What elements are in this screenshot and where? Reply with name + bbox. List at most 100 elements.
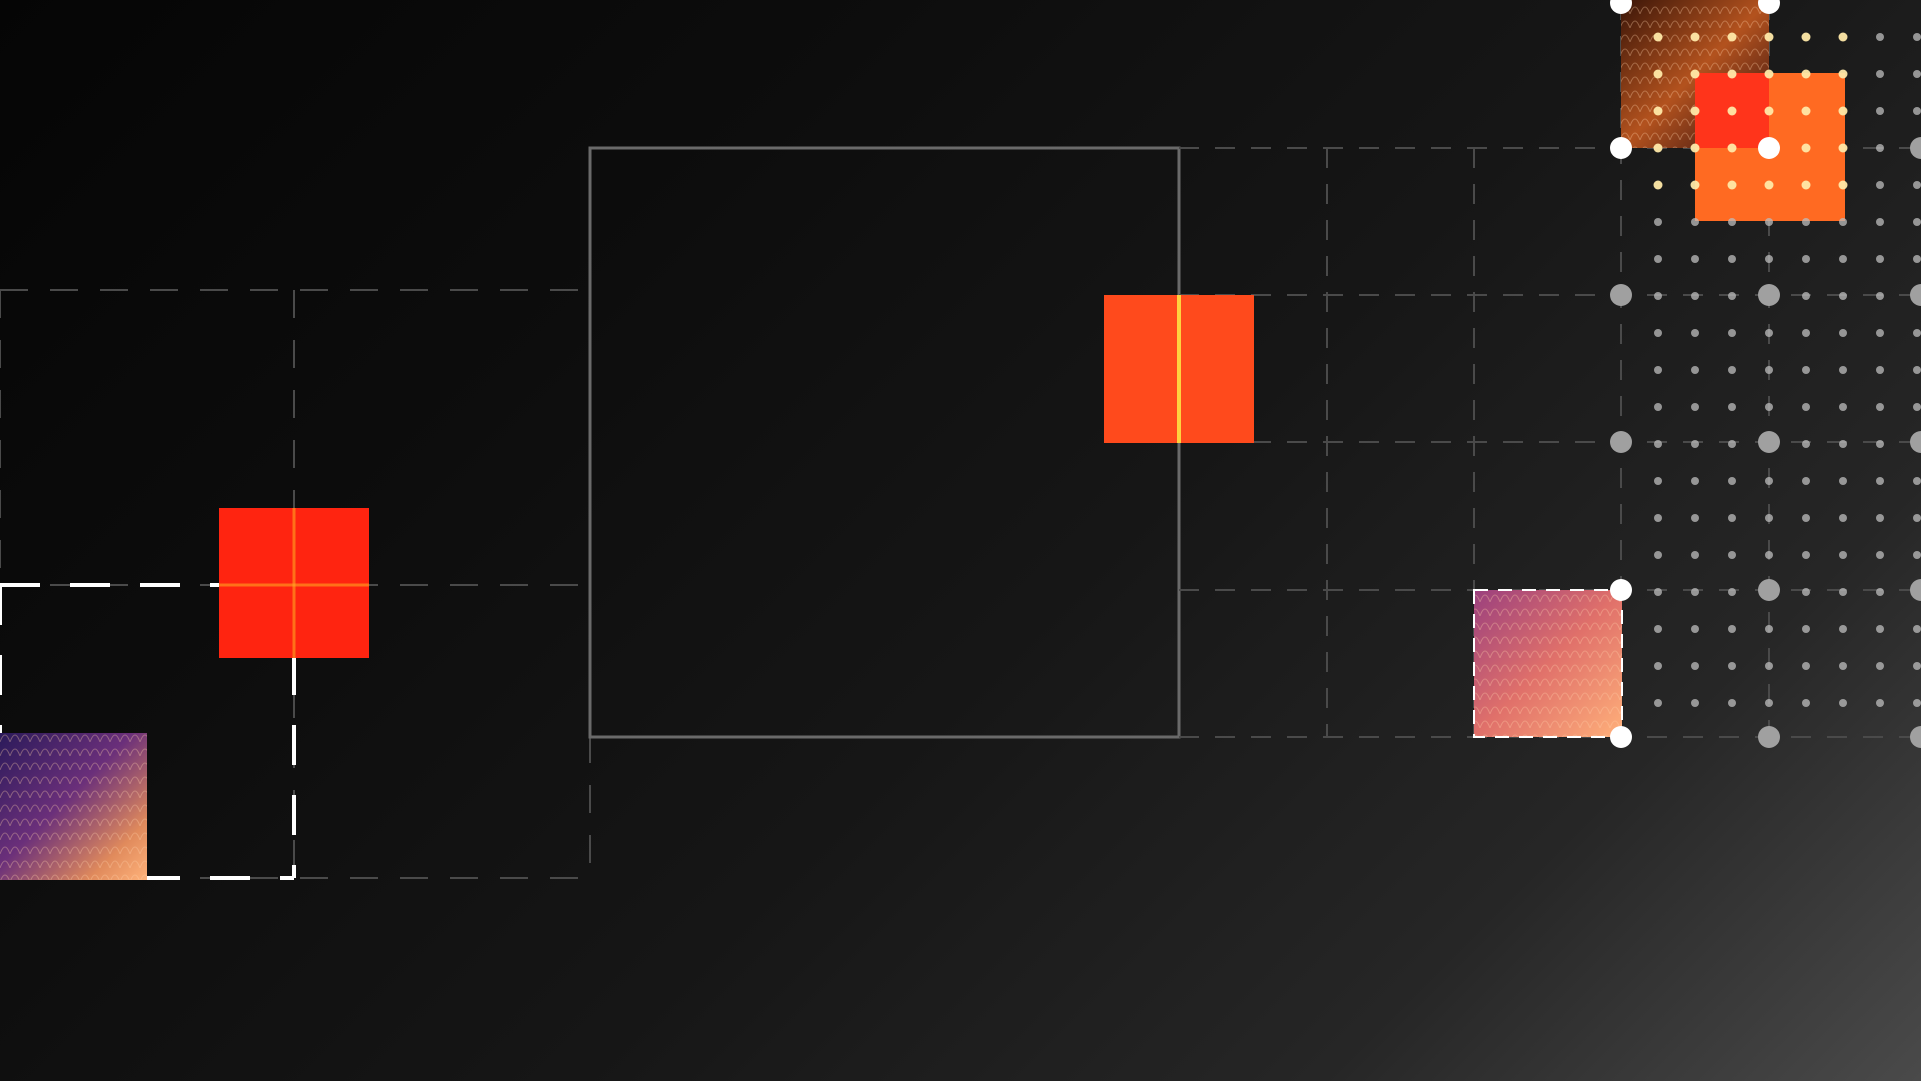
grid-dot bbox=[1801, 143, 1811, 153]
grid-dot bbox=[1728, 292, 1736, 300]
grid-dot bbox=[1728, 403, 1736, 411]
grid-dot bbox=[1802, 699, 1810, 707]
grid-dot bbox=[1913, 181, 1921, 189]
grid-dot bbox=[1765, 403, 1773, 411]
grid-dot bbox=[1691, 625, 1699, 633]
grid-dot bbox=[1654, 440, 1662, 448]
grid-dot bbox=[1876, 218, 1884, 226]
grid-dot bbox=[1691, 218, 1699, 226]
grid-dot bbox=[1913, 107, 1921, 115]
grid-dot bbox=[1802, 514, 1810, 522]
grid-dot bbox=[1691, 662, 1699, 670]
grid-dot bbox=[1802, 329, 1810, 337]
grid-dot bbox=[1839, 662, 1847, 670]
grid-dot bbox=[1839, 292, 1847, 300]
grid-dot bbox=[1913, 514, 1921, 522]
grid-dot bbox=[1839, 625, 1847, 633]
left-dashed-grid bbox=[0, 289, 591, 879]
grid-dot bbox=[1876, 329, 1884, 337]
grid-dot bbox=[1691, 588, 1699, 596]
grid-dot bbox=[1654, 699, 1662, 707]
grid-dot bbox=[1764, 180, 1774, 190]
grid-dot bbox=[1690, 143, 1700, 153]
grid-dot bbox=[1654, 218, 1662, 226]
grid-dot bbox=[1802, 218, 1810, 226]
grid-dot bbox=[1727, 106, 1737, 116]
grid-dot bbox=[1653, 180, 1663, 190]
grid-dot bbox=[1839, 218, 1847, 226]
grid-dot bbox=[1802, 255, 1810, 263]
grid-dot bbox=[1876, 107, 1884, 115]
grid-dot bbox=[1654, 366, 1662, 374]
grid-dot bbox=[1876, 440, 1884, 448]
grid-dot bbox=[1913, 70, 1921, 78]
grid-dot bbox=[1728, 588, 1736, 596]
grid-dot bbox=[1839, 477, 1847, 485]
grid-dot bbox=[1913, 477, 1921, 485]
grid-dot bbox=[1728, 366, 1736, 374]
grid-dot bbox=[1727, 143, 1737, 153]
grid-dot bbox=[1876, 514, 1884, 522]
square-frame-icon bbox=[588, 146, 1181, 739]
grid-dot bbox=[1913, 218, 1921, 226]
firework-image-left bbox=[0, 733, 147, 880]
grid-dot bbox=[1839, 551, 1847, 559]
grid-dot bbox=[1876, 699, 1884, 707]
grid-dot bbox=[1913, 403, 1921, 411]
grid-dot bbox=[1764, 106, 1774, 116]
grid-dot bbox=[1765, 514, 1773, 522]
grid-dot bbox=[1801, 106, 1811, 116]
grid-dot bbox=[1727, 69, 1737, 79]
grid-dot bbox=[1802, 588, 1810, 596]
grid-dot bbox=[1913, 366, 1921, 374]
selection-handle-icon bbox=[1610, 0, 1780, 748]
grid-dot bbox=[1838, 106, 1848, 116]
grid-dot bbox=[1691, 292, 1699, 300]
grid-dot bbox=[1690, 32, 1700, 42]
grid-dot bbox=[1802, 403, 1810, 411]
grid-dot bbox=[1728, 440, 1736, 448]
firework-image-right bbox=[1474, 590, 1622, 737]
grid-dot bbox=[1765, 366, 1773, 374]
grid-dot bbox=[1802, 662, 1810, 670]
grid-dot bbox=[1801, 180, 1811, 190]
grid-dot bbox=[1839, 403, 1847, 411]
grid-dot bbox=[1876, 70, 1884, 78]
grid-dot bbox=[1765, 477, 1773, 485]
grid-dot bbox=[1690, 69, 1700, 79]
grid-dot bbox=[1728, 699, 1736, 707]
grid-dot bbox=[1802, 440, 1810, 448]
grid-dot bbox=[1728, 255, 1736, 263]
grid-dot bbox=[1728, 551, 1736, 559]
grid-dot bbox=[1691, 329, 1699, 337]
grid-dot bbox=[1654, 477, 1662, 485]
grid-dot bbox=[1876, 662, 1884, 670]
grid-dot bbox=[1876, 255, 1884, 263]
grid-dot bbox=[1654, 551, 1662, 559]
grid-dot bbox=[1764, 32, 1774, 42]
grid-dot bbox=[1765, 662, 1773, 670]
grid-dot bbox=[1765, 329, 1773, 337]
grid-dot bbox=[1691, 403, 1699, 411]
grid-dot bbox=[1838, 143, 1848, 153]
grid-dot bbox=[1876, 366, 1884, 374]
grid-dot bbox=[1728, 218, 1736, 226]
grid-dot bbox=[1691, 551, 1699, 559]
grid-dot bbox=[1839, 255, 1847, 263]
grid-dot bbox=[1654, 292, 1662, 300]
grid-dot bbox=[1653, 32, 1663, 42]
grid-dot bbox=[1839, 366, 1847, 374]
grid-dot bbox=[1876, 33, 1884, 41]
grid-dot bbox=[1765, 699, 1773, 707]
grid-dot bbox=[1838, 32, 1848, 42]
grid-dot bbox=[1876, 551, 1884, 559]
grid-dot bbox=[1727, 32, 1737, 42]
grid-dot bbox=[1690, 106, 1700, 116]
grid-dot bbox=[1653, 69, 1663, 79]
grid-dot bbox=[1802, 625, 1810, 633]
grid-dot bbox=[1876, 625, 1884, 633]
grid-dot bbox=[1765, 551, 1773, 559]
grid-dot bbox=[1691, 255, 1699, 263]
grid-dot bbox=[1839, 329, 1847, 337]
